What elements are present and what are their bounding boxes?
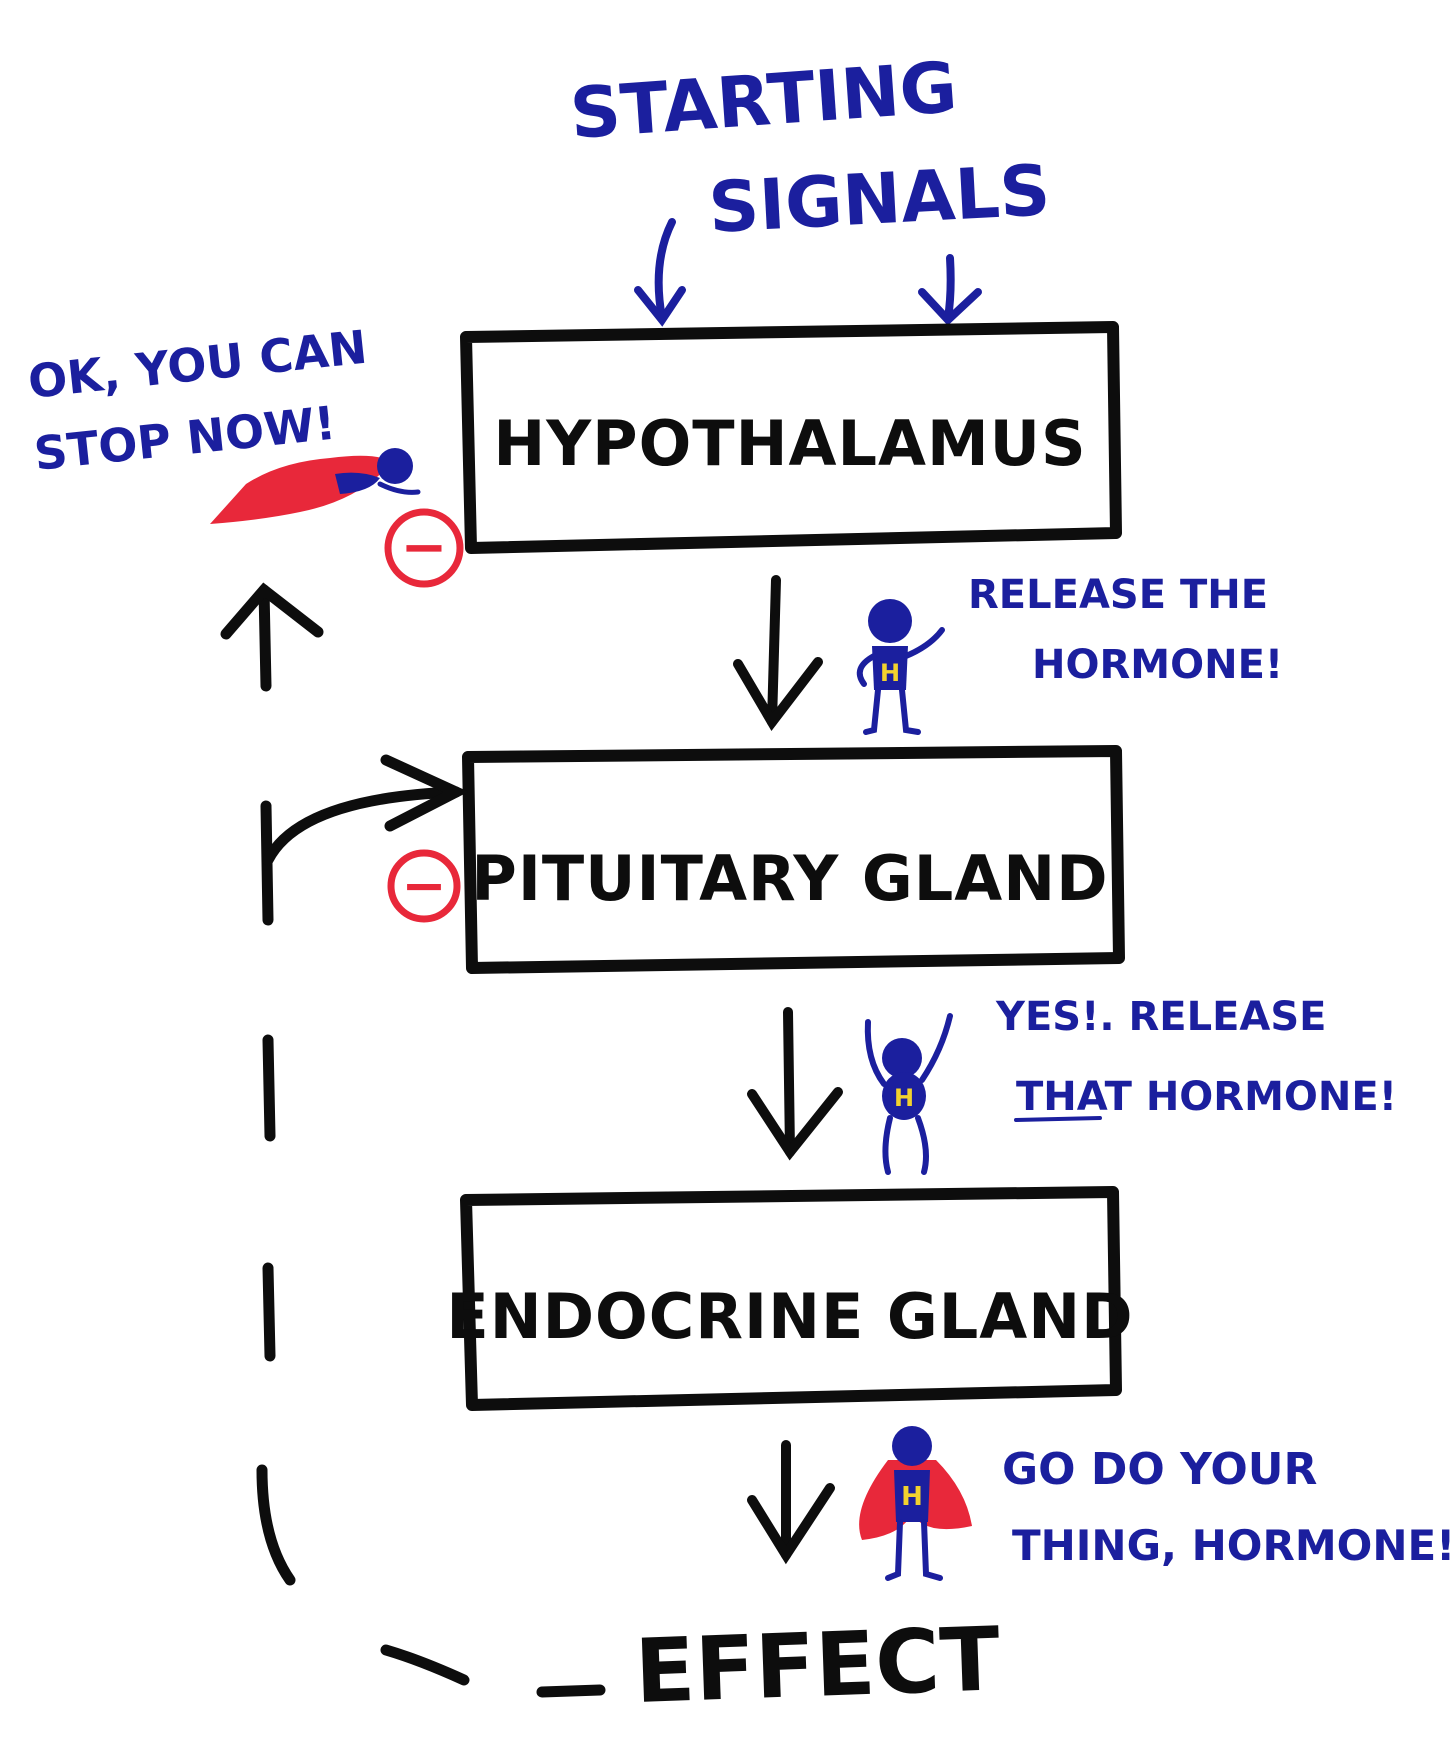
hypothalamus-label: HYPOTHALAMUS [493,407,1086,480]
pituitary-label: PITUITARY GLAND [471,842,1108,915]
title-line-1: STARTING [567,46,959,155]
caped-hero-icon: H [859,1426,972,1578]
speech-stop-line-1: OK, YOU CAN [26,320,370,409]
signal-arrow-left-icon [638,222,682,320]
speech-go: GO DO YOUR THING, HORMONE! [1002,1444,1455,1570]
effect-label: EFFECT [633,1607,1001,1723]
speech-go-line-2: THING, HORMONE! [1012,1521,1455,1570]
down-arrow-icon [752,1012,838,1152]
hero-letter: H [880,659,900,687]
speech-release-2-line-1: YES!. RELEASE [995,994,1327,1040]
speech-release-1-line-2: HORMONE! [1032,642,1283,688]
endocrine-box: ENDOCRINE GLAND [446,1192,1133,1405]
signal-arrow-right-icon [922,258,978,320]
hypothalamus-box: HYPOTHALAMUS [466,327,1116,548]
right-arrow-icon [268,760,456,860]
up-arrow-icon [226,590,318,634]
speech-release-1-line-1: RELEASE THE [968,572,1268,618]
speech-stop: OK, YOU CAN STOP NOW! [26,320,370,481]
speech-release-2: YES!. RELEASE THAT HORMONE! [995,994,1397,1120]
inhibition-sign: − [401,515,448,580]
inhibition-sign: − [401,854,446,917]
endocrine-label: ENDOCRINE GLAND [446,1280,1133,1353]
inhibition-icon: − [391,853,457,919]
hormone-hero-icon: H [868,1016,950,1172]
speech-go-line-1: GO DO YOUR [1002,1444,1317,1495]
title-line-2: SIGNALS [707,149,1053,249]
hero-letter: H [901,1482,923,1512]
speech-release-1: RELEASE THE HORMONE! [968,572,1283,688]
hormone-hero-icon: H [860,599,942,732]
down-arrow-icon [752,1445,830,1555]
down-arrow-icon [738,580,818,722]
speech-release-2-line-2: THAT HORMONE! [1016,1074,1397,1120]
pituitary-box: PITUITARY GLAND [468,751,1119,968]
starting-signals-title: STARTING SIGNALS [567,46,1052,249]
hero-letter: H [894,1084,914,1112]
inhibition-icon: − [388,512,460,584]
